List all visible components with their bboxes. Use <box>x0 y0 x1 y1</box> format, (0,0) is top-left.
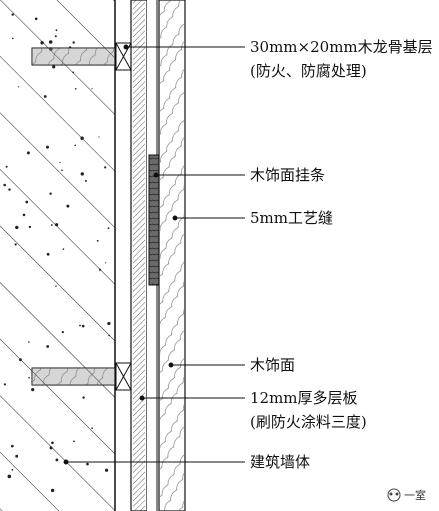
air-gap <box>116 0 130 511</box>
leader-lines <box>63 44 245 465</box>
concrete-aggregate-dots <box>3 13 111 493</box>
watermark-logo-icon <box>387 488 401 502</box>
wall-callout: 建筑墙体 <box>250 453 310 471</box>
wood-veneer-panel <box>158 0 186 511</box>
watermark: 一室 <box>387 488 426 502</box>
plywood-board <box>130 0 148 511</box>
craft-gap-callout: 5mm工艺缝 <box>250 209 333 227</box>
keel-callout-line1: 30mm×20mm木龙骨基层 <box>250 38 433 56</box>
hanging-strip-callout: 木饰面挂条 <box>250 166 325 184</box>
building-wall <box>0 0 116 511</box>
timber-keel-lower <box>31 362 132 391</box>
veneer-callout: 木饰面 <box>250 356 295 374</box>
plywood-callout-line1: 12mm厚多层板 <box>250 389 358 407</box>
timber-keel-upper <box>31 42 132 71</box>
keel-callout-line2: (防火、防腐处理) <box>250 62 367 80</box>
watermark-text: 一室 <box>404 488 426 502</box>
plywood-callout-line2: (刷防火涂料三度) <box>250 413 367 431</box>
